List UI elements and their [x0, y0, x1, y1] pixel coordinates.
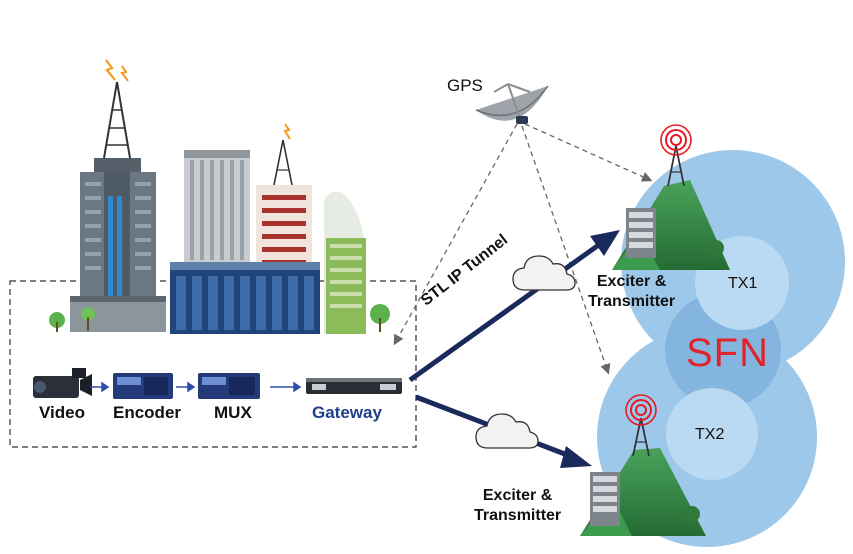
transmitter-site-tx2: [580, 394, 706, 536]
encoder-device-icon: [113, 373, 173, 399]
tower-antenna-icon: [103, 59, 131, 159]
video-label: Video: [39, 403, 85, 422]
stl-arrows: [408, 230, 620, 468]
exciter-label-line1: Exciter &: [482, 487, 553, 504]
mux-device-icon: [198, 373, 260, 399]
exciter-transmitter-label-tx2: Exciter & Transmitter: [474, 486, 561, 526]
stl-arrow-tx1: [408, 241, 602, 383]
gps-label: GPS: [447, 76, 483, 95]
broadcast-tower-icon: [625, 394, 657, 457]
city-buildings: [49, 59, 390, 334]
cloud-icon: [475, 413, 539, 449]
tx1-label: TX1: [728, 275, 758, 292]
transmitter-site-tx1: [612, 124, 730, 270]
gateway-label: Gateway: [312, 403, 382, 422]
exciter-label-line2: Transmitter: [474, 507, 562, 524]
gateway-device-icon: [306, 378, 402, 394]
gps-timing-lines: [393, 123, 653, 375]
cloud-icon: [512, 255, 576, 291]
broadcast-tower-icon: [660, 124, 692, 187]
gps-satellite-dish-icon: [475, 83, 549, 124]
transmitter-rack-icon: [626, 208, 656, 258]
exciter-transmitter-label-tx1: Exciter & Transmitter: [588, 272, 675, 312]
mux-label: MUX: [214, 403, 252, 422]
studio-chain: [33, 368, 402, 399]
video-camera-icon: [33, 368, 92, 398]
exciter-label-line1: Exciter &: [596, 273, 667, 290]
inner-cell-tx2: [666, 388, 758, 480]
encoder-label: Encoder: [113, 403, 182, 422]
exciter-label-line2: Transmitter: [588, 293, 676, 310]
transmitter-rack-icon: [590, 472, 620, 526]
sfn-label: SFN: [686, 331, 769, 375]
rooftop-antenna-icon: [273, 123, 293, 186]
tx2-label: TX2: [695, 426, 725, 443]
